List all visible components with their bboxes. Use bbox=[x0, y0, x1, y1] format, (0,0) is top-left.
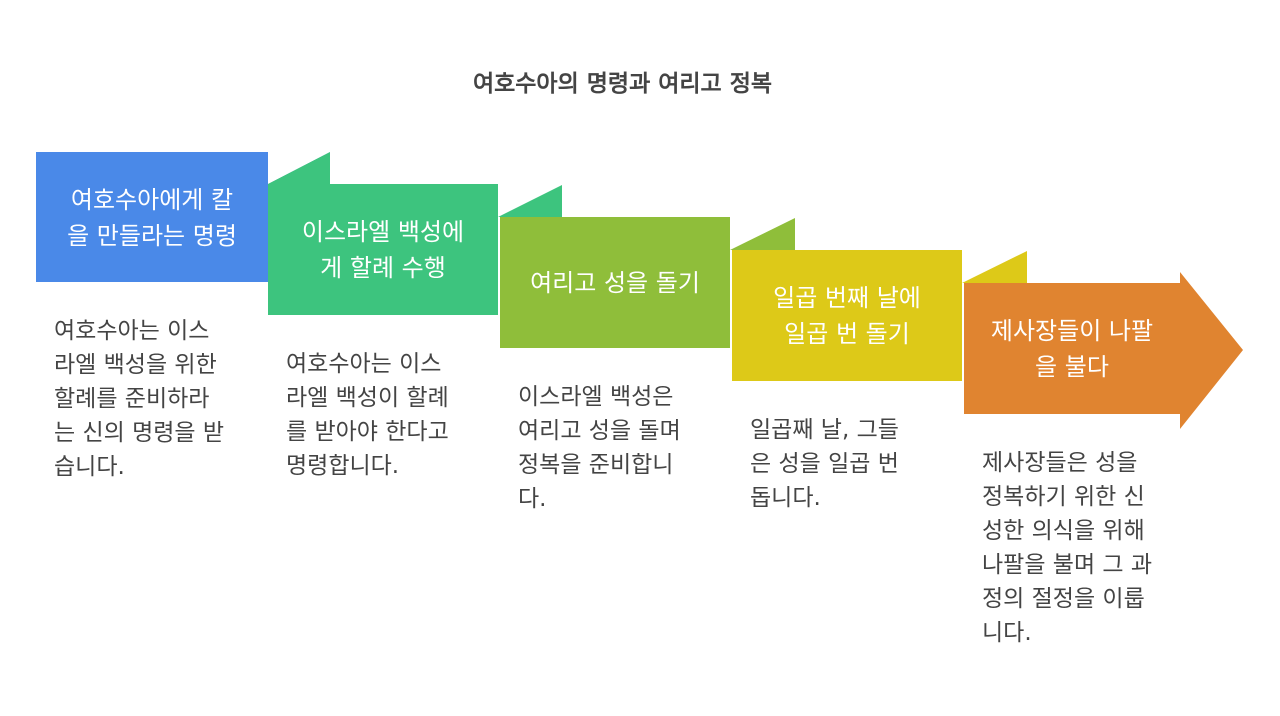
step-2-block bbox=[268, 184, 498, 315]
step-5-label: 제사장들이 나팔 을 불다 bbox=[990, 317, 1154, 381]
step-3-block bbox=[500, 217, 730, 348]
step-2-top-fold bbox=[498, 185, 562, 217]
diagram-title: 여호수아의 명령과 여리고 정복 bbox=[472, 71, 773, 97]
step-4-label: 일곱 번째 날에 일곱 번 돌기 bbox=[773, 284, 921, 348]
step-1-description: 여호수아는 이스 라엘 백성을 위한 할례를 준비하라 는 신의 명령을 받 습… bbox=[54, 318, 225, 480]
step-3-label: 여리고 성을 돌기 bbox=[530, 269, 700, 297]
step-2-label: 이스라엘 백성에 게 할례 수행 bbox=[301, 218, 465, 282]
step-2-fold bbox=[268, 152, 330, 184]
step-4-block bbox=[732, 250, 962, 381]
step-3-top-fold bbox=[730, 218, 795, 250]
step-1-block bbox=[36, 152, 268, 282]
step-1-label: 여호수아에게 칼 을 만들라는 명령 bbox=[67, 186, 237, 250]
step-2-description: 여호수아는 이스 라엘 백성이 할례 를 받아야 한다고 명령합니다. bbox=[286, 351, 449, 479]
step-5-arrow bbox=[964, 272, 1243, 429]
step-4-top-fold bbox=[962, 251, 1027, 283]
step-3-description: 이스라엘 백성은 여리고 성을 돌며 정복을 준비합니 다. bbox=[518, 384, 681, 512]
step-4-description: 일곱째 날, 그들 은 성을 일곱 번 돕니다. bbox=[750, 417, 899, 511]
step-5-description: 제사장들은 성을 정복하기 위한 신 성한 의식을 위해 나팔을 불며 그 과 … bbox=[982, 450, 1153, 646]
